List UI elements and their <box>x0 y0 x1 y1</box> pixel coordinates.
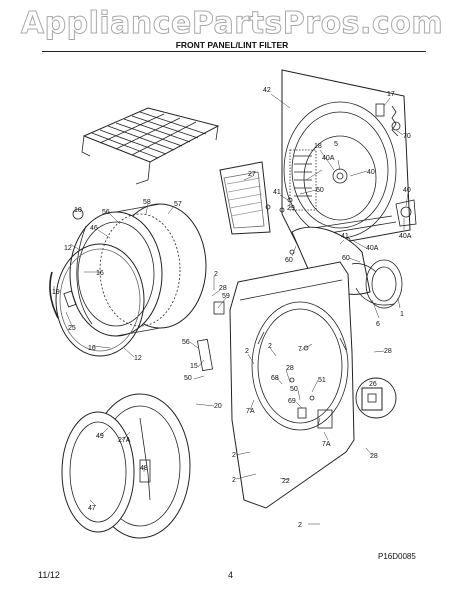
part-label: 2 <box>232 477 236 484</box>
front-panel <box>229 261 355 509</box>
part-label: 15 <box>190 363 198 370</box>
drum-assembly <box>69 203 207 337</box>
part-label: 25 <box>68 325 76 332</box>
part-label: 20 <box>214 403 222 410</box>
figure-code: P16D0085 <box>378 552 416 561</box>
part-label: 51 <box>318 377 326 384</box>
part-label: 2 <box>214 271 218 278</box>
part-label: 17 <box>387 91 395 98</box>
part-label: 47 <box>88 505 96 512</box>
door-assembly <box>61 393 191 539</box>
part-label: 68 <box>271 375 279 382</box>
part-label: 28 <box>384 348 392 355</box>
part-label: 19 <box>52 289 60 296</box>
part-label: 49 <box>96 433 104 440</box>
part-label: 1 <box>400 311 404 318</box>
leader-lines <box>53 93 409 525</box>
part-label: 41 <box>341 233 349 240</box>
part-label: 5 <box>334 141 338 148</box>
lint-screen-cavity <box>289 149 317 211</box>
part-label: 40A <box>322 155 335 162</box>
sensor-bracket <box>395 199 417 227</box>
part-label: 60 <box>342 255 350 262</box>
watermark: AppliancePartsPros.com <box>20 6 444 42</box>
part-label: 57 <box>174 201 182 208</box>
part-label: 42 <box>263 87 271 94</box>
part-label: 27A <box>118 437 131 444</box>
hinge-parts <box>197 301 333 429</box>
part-label: 16 <box>96 270 104 277</box>
part-label: 2 <box>298 522 302 529</box>
part-label: 56 <box>102 209 110 216</box>
part-label: 56 <box>182 339 190 346</box>
part-label: 22 <box>282 478 290 485</box>
part-label: 40 <box>403 187 411 194</box>
lint-filter <box>219 161 271 235</box>
part-label: 29 <box>287 205 295 212</box>
part-label: 58 <box>143 199 151 206</box>
part-label: 2 <box>268 343 272 350</box>
part-label: 12 <box>64 245 72 252</box>
part-label: 27 <box>248 171 256 178</box>
header-divider <box>42 51 426 52</box>
part-label: 60 <box>316 187 324 194</box>
door-switch <box>355 377 397 419</box>
part-label: 7A <box>246 408 255 415</box>
part-label: 40A <box>366 245 379 252</box>
part-label: 60 <box>285 257 293 264</box>
part-label: 16 <box>88 345 96 352</box>
part-label: 69 <box>288 398 296 405</box>
part-label: 2 <box>232 452 236 459</box>
part-label: 7A <box>322 441 331 448</box>
part-label: 50 <box>184 375 192 382</box>
part-label: 6 <box>376 321 380 328</box>
part-label: 48 <box>140 465 148 472</box>
part-label: 46 <box>90 225 98 232</box>
part-label: 59 <box>222 293 230 300</box>
drying-rack <box>81 107 220 185</box>
part-label: 28 <box>219 285 227 292</box>
part-label: 28 <box>370 453 378 460</box>
part-label: 28 <box>286 365 294 372</box>
part-label: 26 <box>369 381 377 388</box>
part-label: 12 <box>134 355 142 362</box>
part-label: 50 <box>290 386 298 393</box>
page-number: 4 <box>228 570 234 580</box>
page-title: FRONT PANEL/LINT FILTER <box>175 40 289 50</box>
part-label: 10 <box>74 207 82 214</box>
part-label: 18 <box>314 143 322 150</box>
drum-seal-ring <box>55 243 145 357</box>
part-label: 41 <box>273 189 281 196</box>
heater-element <box>391 105 399 137</box>
part-label: 40 <box>367 169 375 176</box>
drum-glides <box>49 208 84 319</box>
footer-date: 11/12 <box>38 570 60 580</box>
part-label: 2 <box>245 348 249 355</box>
part-number-labels: 42 17 70 5 18 40A 40 27 41 29 60 40 40A … <box>52 87 412 529</box>
part-label: 70 <box>403 133 411 140</box>
part-label: 7 <box>298 346 302 353</box>
part-label: 40A <box>399 233 412 240</box>
